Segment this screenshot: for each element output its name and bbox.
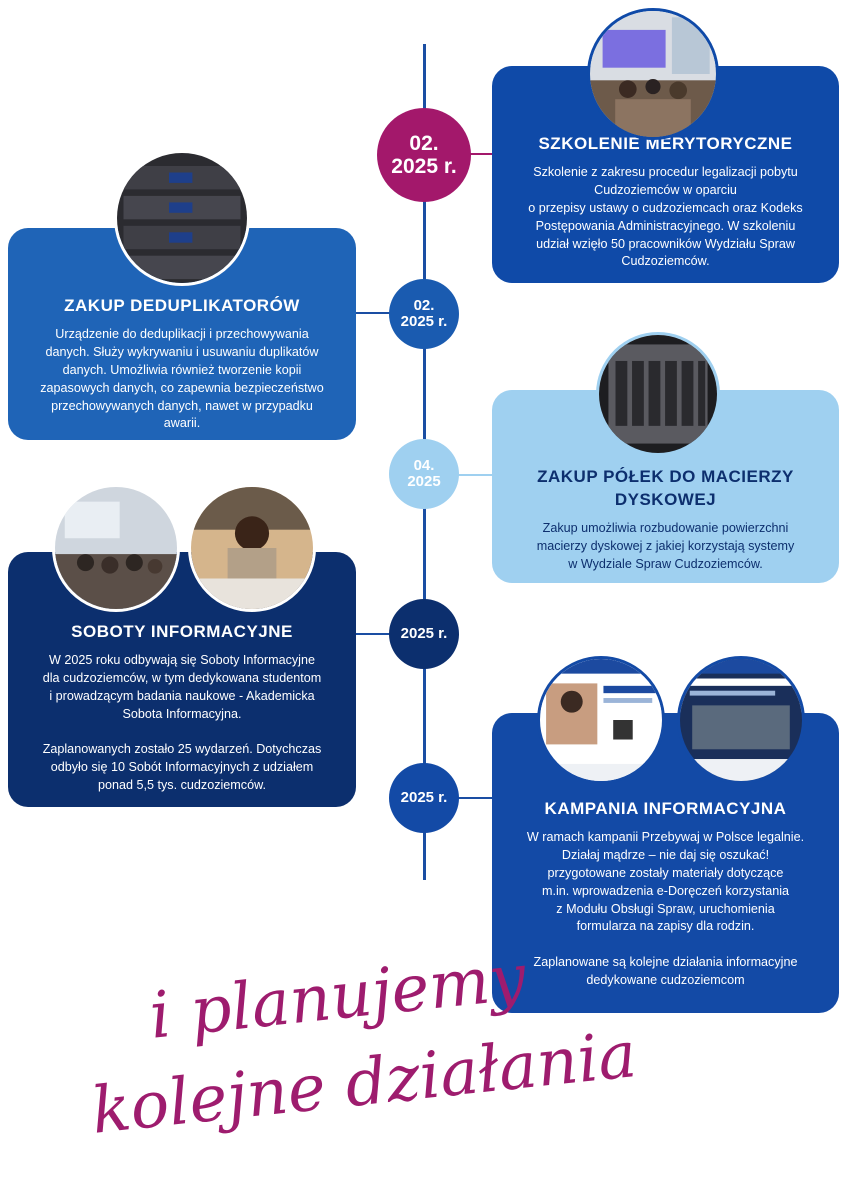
card-title: ZAKUP DEDUPLIKATORÓW	[64, 296, 300, 315]
card-description: W 2025 roku odbywają się Soboty Informac…	[42, 653, 322, 793]
node-date-month: 04.	[413, 456, 435, 474]
timeline-node-5: 2025 r.	[389, 763, 459, 833]
node-date-year: 2025 r.	[400, 788, 448, 806]
card-description: W ramach kampanii Przebywaj w Polsce leg…	[526, 830, 805, 987]
card-soboty: SOBOTY INFORMACYJNE W 2025 roku odbywają…	[8, 552, 356, 807]
connector	[425, 474, 495, 476]
info-saturday-photo-1	[52, 484, 180, 612]
closing-line-1: i planujemy	[146, 940, 530, 1054]
campaign-poster-ru	[537, 656, 665, 784]
node-date-year: 2025 r.	[391, 155, 457, 178]
connector	[425, 797, 495, 799]
server-photo	[114, 150, 250, 286]
card-title: SZKOLENIE MERYTORYCZNE	[538, 134, 793, 153]
timeline-node-4: 2025 r.	[389, 599, 459, 669]
timeline-node-1: 02. 2025 r.	[377, 108, 471, 202]
card-description: Zakup umożliwia rozbudowanie powierzchni…	[536, 520, 795, 571]
node-date-month: 02.	[409, 131, 439, 155]
campaign-poster-en	[677, 656, 805, 784]
node-date-year: 2025 r.	[400, 313, 448, 330]
card-description: Urządzenie do deduplikacji i przechowywa…	[40, 327, 324, 431]
card-description: Szkolenie z zakresu procedur legalizacji…	[528, 165, 803, 269]
timeline-node-3: 04. 2025	[389, 439, 459, 509]
node-date-month: 02.	[413, 296, 435, 314]
node-date-year: 2025	[407, 473, 441, 490]
card-title: KAMPANIA INFORMACYJNA	[544, 799, 787, 818]
info-saturday-photo-2	[188, 484, 316, 612]
training-photo	[587, 8, 719, 140]
timeline-node-2: 02. 2025 r.	[389, 279, 459, 349]
card-title: SOBOTY INFORMACYJNE	[71, 622, 293, 641]
card-title: ZAKUP PÓŁEK DO MACIERZY DYSKOWEJ	[537, 467, 794, 509]
node-date-year: 2025 r.	[400, 624, 448, 642]
disk-shelf-photo	[596, 332, 720, 456]
